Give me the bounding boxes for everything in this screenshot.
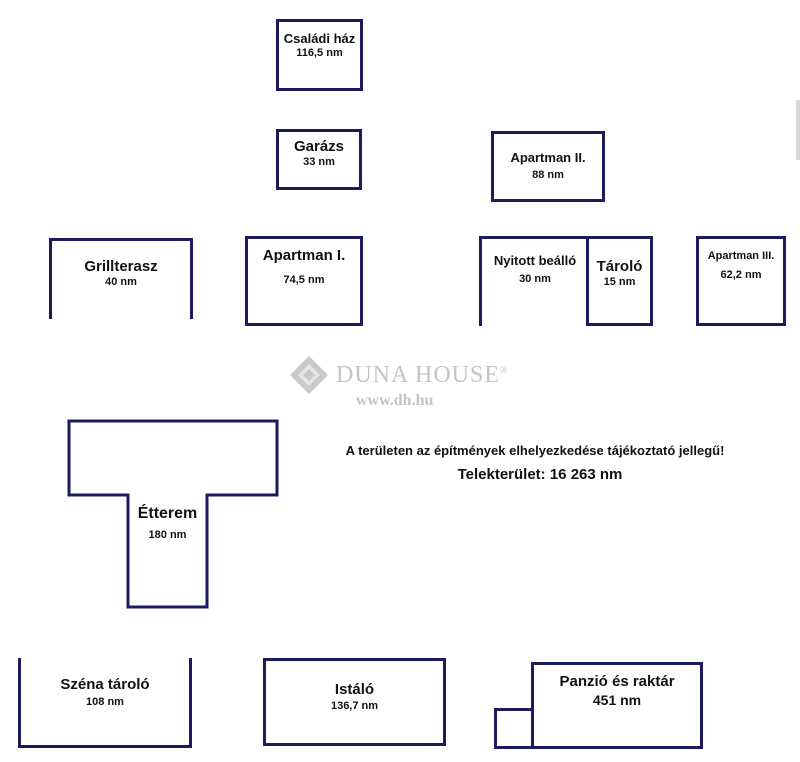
building-area: 30 nm [519, 273, 551, 285]
building-panzio-annex [494, 708, 534, 749]
building-name: Garázs [293, 138, 345, 155]
building-nyitott-beallo: Nyitott beálló 30 nm [479, 236, 591, 326]
building-apartman-2: Apartman II. 88 nm [491, 131, 605, 202]
building-name: Panzió és raktár [559, 673, 675, 690]
plot-area-text: Telekterület: 16 263 nm [457, 466, 623, 483]
watermark-brand: DUNA HOUSE® [336, 362, 509, 388]
building-name: Grillterasz [84, 258, 158, 275]
building-name: Nyitott beálló [493, 253, 577, 268]
building-name: Étterem [137, 505, 198, 522]
building-szena-tarolo: Széna tároló 108 nm [18, 658, 192, 748]
building-area: 40 nm [105, 276, 137, 288]
building-area: 33 nm [303, 156, 335, 168]
building-area: 74,5 nm [283, 274, 325, 286]
duna-house-logo-icon [290, 356, 328, 394]
building-name: Apartman II. [510, 150, 586, 165]
building-apartman-1: Apartman I. 74,5 nm [245, 236, 363, 326]
building-garazs: Garázs 33 nm [276, 129, 362, 190]
watermark-url: www.dh.hu [356, 392, 434, 409]
building-name: Széna tároló [60, 676, 150, 693]
building-area: 15 nm [603, 276, 636, 288]
building-tarolo: Tároló 15 nm [586, 236, 653, 326]
building-area: 62,2 nm [720, 269, 762, 281]
building-name: Apartman I. [262, 247, 346, 264]
building-area: 451 nm [592, 692, 642, 708]
building-area: 116,5 nm [296, 47, 343, 59]
building-name: Istáló [334, 681, 375, 698]
building-apartman-3: Apartman III. 62,2 nm [696, 236, 786, 326]
building-area: 136,7 nm [330, 700, 379, 712]
building-istalo: Istáló 136,7 nm [263, 658, 446, 746]
building-area: 108 nm [86, 696, 124, 708]
building-name: Családi ház [283, 31, 356, 46]
building-area: 180 nm [148, 529, 187, 541]
watermark: DUNA HOUSE® www.dh.hu [286, 352, 526, 412]
building-name: Apartman III. [707, 250, 775, 262]
disclaimer-text: A területen az építmények elhelyezkedése… [345, 443, 725, 458]
building-name: Tároló [596, 258, 643, 275]
building-area: 88 nm [532, 169, 564, 181]
building-csaladi-haz: Családi ház 116,5 nm [276, 19, 363, 91]
building-panzio: Panzió és raktár 451 nm [531, 662, 703, 749]
building-grillterasz: Grillterasz 40 nm [49, 238, 193, 319]
page-edge-strip [796, 100, 800, 160]
